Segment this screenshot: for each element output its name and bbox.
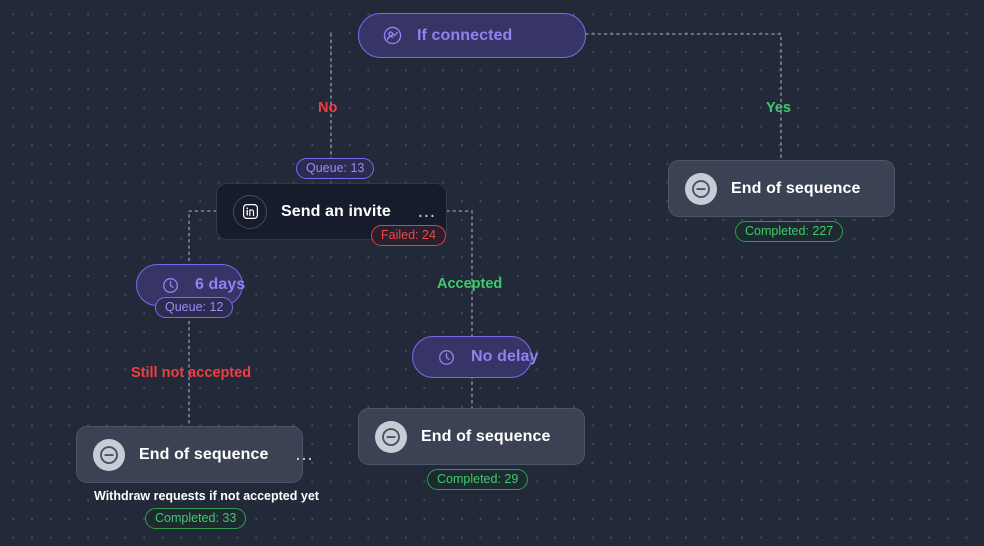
edge-label-still-not-accepted: Still not accepted [131,365,252,381]
node-end-of-sequence-left-note: Withdraw requests if not accepted yet [94,489,319,503]
badge-completed-29: Completed: 29 [427,469,529,490]
node-send-an-invite-menu-button[interactable]: … [416,200,438,222]
minus-circle-icon [93,438,125,471]
node-if-connected-label: If connected [417,26,513,44]
node-if-connected[interactable]: If connected [358,13,586,58]
badge-completed-33: Completed: 33 [145,508,247,529]
edge-label-accepted: Accepted [437,276,503,292]
badge-failed-24: Failed: 24 [371,225,446,246]
node-delay-no-delay[interactable]: No delay [412,336,538,378]
person-check-circle-icon [381,25,403,47]
linkedin-icon [233,194,267,229]
node-delay-6-days-label: 6 days [195,276,246,293]
node-end-of-sequence-left-label: End of sequence [139,445,269,463]
node-send-an-invite-label: Send an invite [281,202,391,220]
minus-circle-icon [375,420,407,453]
edge-label-no: No [318,100,338,116]
edge-label-yes: Yes [766,100,791,116]
node-end-of-sequence-left-menu-button[interactable]: … [294,443,316,465]
clock-icon [435,346,457,368]
badge-queue-12: Queue: 12 [155,297,234,318]
node-delay-no-delay-label: No delay [471,348,539,365]
node-end-of-sequence-middle[interactable]: End of sequence [358,408,585,465]
minus-circle-icon [685,172,717,205]
node-end-of-sequence-right[interactable]: End of sequence [668,160,895,217]
node-end-of-sequence-middle-label: End of sequence [421,427,551,445]
node-end-of-sequence-left[interactable]: End of sequence … [76,426,314,483]
badge-completed-227: Completed: 227 [735,221,844,242]
node-end-of-sequence-right-label: End of sequence [731,179,861,197]
clock-icon [159,274,181,296]
badge-queue-13: Queue: 13 [296,158,375,179]
